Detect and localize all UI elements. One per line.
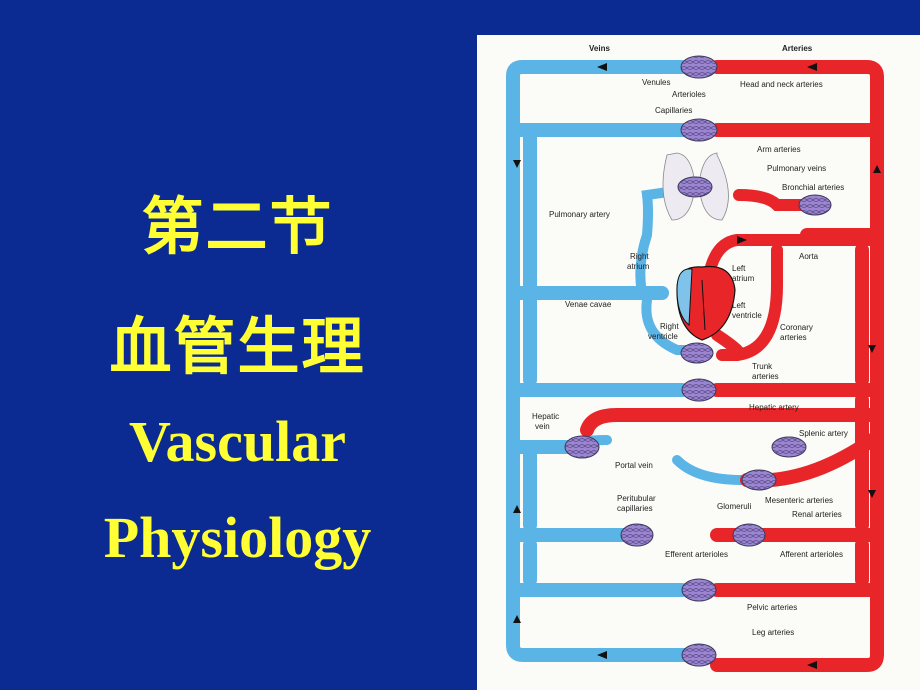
header-arteries: Arteries: [782, 44, 813, 53]
label-left-ventricle-1: Left: [732, 301, 746, 310]
capillary-coronary: [680, 342, 714, 364]
capillary-splenic: [771, 436, 807, 458]
label-renal: Renal arteries: [792, 510, 842, 519]
label-left-atrium-2: atrium: [732, 274, 755, 283]
title-block: 第二节 血管生理 Vascular Physiology: [103, 190, 372, 570]
flow-arrows: [513, 63, 881, 669]
label-head-neck: Head and neck arteries: [740, 80, 823, 89]
label-peritubular-1: Peritubular: [617, 494, 656, 503]
lungs: [662, 152, 729, 221]
label-pulmonary-veins: Pulmonary veins: [767, 164, 826, 173]
label-venae-cavae: Venae cavae: [565, 300, 612, 309]
label-portal: Portal vein: [615, 461, 653, 470]
arteries: [580, 60, 884, 672]
label-left-atrium-1: Left: [732, 264, 746, 273]
capillary-glomeruli: [732, 523, 766, 547]
label-left-ventricle-2: ventricle: [732, 311, 762, 320]
label-glomeruli: Glomeruli: [717, 502, 751, 511]
label-pelvic: Pelvic arteries: [747, 603, 797, 612]
label-coronary-2: arteries: [780, 333, 807, 342]
title-chinese-section: 第二节: [141, 190, 334, 263]
title-english-line1: Vascular: [129, 409, 346, 474]
capillary-hepatic: [564, 435, 600, 459]
label-arterioles: Arterioles: [672, 90, 706, 99]
label-afferent: Afferent arterioles: [780, 550, 843, 559]
capillary-beds: [564, 55, 832, 667]
header-veins: Veins: [589, 44, 610, 53]
label-hepatic-artery: Hepatic artery: [749, 403, 799, 412]
label-mesenteric: Mesenteric arteries: [765, 496, 833, 505]
veins: [506, 60, 694, 662]
circulation-svg: Veins Arteries Venules Arterioles Head a…: [506, 44, 884, 672]
label-capillaries: Capillaries: [655, 106, 692, 115]
label-efferent: Efferent arterioles: [665, 550, 728, 559]
label-venules: Venules: [642, 78, 670, 87]
capillary-leg: [681, 643, 717, 667]
label-right-ventricle-2: ventricle: [648, 332, 678, 341]
title-chinese-topic: 血管生理: [109, 310, 366, 383]
capillary-head: [680, 55, 718, 79]
capillary-pelvic: [681, 578, 717, 602]
label-hepatic-vein-2: vein: [535, 422, 550, 431]
label-right-atrium-1: Right: [630, 252, 649, 261]
capillary-arm: [680, 118, 718, 142]
label-coronary-1: Coronary: [780, 323, 813, 332]
capillary-peritubular: [620, 523, 654, 547]
capillary-mesenteric: [741, 469, 777, 491]
title-english-line2: Physiology: [103, 505, 372, 570]
label-peritubular-2: capillaries: [617, 504, 653, 513]
label-aorta: Aorta: [799, 252, 819, 261]
capillary-lung: [677, 176, 713, 198]
label-pulmonary-artery: Pulmonary artery: [549, 210, 610, 219]
label-right-atrium-2: atrium: [627, 262, 650, 271]
label-right-ventricle-1: Right: [660, 322, 679, 331]
capillary-trunk: [681, 378, 717, 402]
label-leg: Leg arteries: [752, 628, 794, 637]
label-hepatic-vein-1: Hepatic: [532, 412, 559, 421]
label-trunk-1: Trunk: [752, 362, 773, 371]
label-arm: Arm arteries: [757, 145, 801, 154]
label-bronchial: Bronchial arteries: [782, 183, 844, 192]
label-trunk-2: arteries: [752, 372, 779, 381]
heart: [676, 265, 736, 341]
label-splenic: Splenic artery: [799, 429, 848, 438]
capillary-bronchial: [798, 194, 832, 216]
circulation-diagram: Veins Arteries Venules Arterioles Head a…: [477, 35, 920, 690]
